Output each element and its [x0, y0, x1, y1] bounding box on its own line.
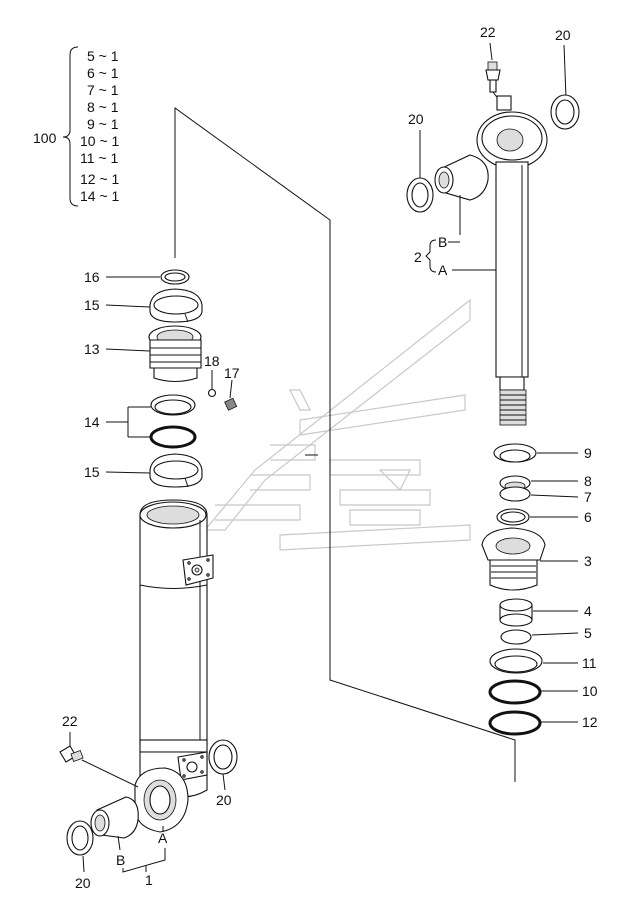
- kit-entry: 12 ~ 1: [80, 171, 120, 187]
- kit-number: 100: [33, 130, 57, 146]
- setscrew-17: 17: [224, 365, 240, 411]
- ring-5: 5: [500, 625, 592, 645]
- cylinder-tube-1A: [134, 499, 214, 833]
- label-17: 17: [224, 365, 240, 381]
- label-15-top: 15: [84, 297, 100, 313]
- kit-100-list: 100 5 ~ 1 6 ~ 1 7 ~ 1 8 ~ 1 9 ~ 1 10 ~ 1…: [33, 46, 120, 207]
- part-1-callout: B A 1: [116, 826, 168, 888]
- kit-entry: 11 ~ 1: [80, 150, 118, 166]
- label-7: 7: [584, 489, 592, 505]
- kit-entry: 9 ~ 1: [87, 116, 119, 132]
- ring-4: 4: [499, 598, 592, 627]
- base-port-block: [177, 751, 208, 781]
- watermark-logo: [203, 298, 471, 551]
- label-8: 8: [584, 473, 592, 489]
- ring-11: 11: [489, 648, 597, 674]
- label-2: 2: [414, 249, 422, 265]
- kit-entry: 6 ~ 1: [87, 65, 119, 81]
- kit-entry: 8 ~ 1: [87, 99, 119, 115]
- ring-16: 16: [84, 269, 190, 285]
- ring-15-top: 15: [84, 288, 203, 323]
- label-3: 3: [584, 553, 592, 569]
- ring-9: 9: [493, 443, 592, 463]
- label-12: 12: [582, 714, 598, 730]
- dust-seal-20-top-left: 20: [406, 111, 434, 213]
- label-22-top: 22: [480, 24, 496, 40]
- label-16: 16: [84, 269, 100, 285]
- label-15-bottom: 15: [84, 464, 100, 480]
- ball-18: 18: [204, 353, 220, 398]
- label-14: 14: [84, 414, 100, 430]
- dust-seal-20-bottom: 20: [66, 820, 94, 891]
- kit-entry: 7 ~ 1: [87, 82, 119, 98]
- label-2B: B: [438, 234, 447, 250]
- o-ring-14: [149, 425, 197, 449]
- label-4: 4: [584, 603, 592, 619]
- label-1A: A: [158, 830, 168, 846]
- o-ring-10: 10: [488, 679, 598, 705]
- ring-6: 6: [496, 508, 592, 526]
- ring-15-bottom: 15: [84, 453, 203, 488]
- label-1: 1: [145, 872, 153, 888]
- label-20-right: 20: [216, 792, 232, 808]
- label-20-top-right: 20: [555, 27, 571, 43]
- label-6: 6: [584, 509, 592, 525]
- dust-seal-20-top-right: 20: [550, 27, 580, 130]
- grease-nipple-bottom: 22: [59, 713, 139, 788]
- label-9: 9: [584, 445, 592, 461]
- rod-thread: [499, 389, 527, 426]
- label-10: 10: [582, 683, 598, 699]
- base-eye: [134, 767, 189, 833]
- bushing-2B: [434, 154, 489, 235]
- label-5: 5: [584, 625, 592, 641]
- piston-3: 3: [481, 527, 592, 591]
- label-20-top-left: 20: [408, 111, 424, 127]
- assembly-line: [174, 107, 516, 782]
- kit-entry: 5 ~ 1: [87, 48, 119, 64]
- part-2-callout: 2 B A: [414, 234, 496, 278]
- label-20-bottom: 20: [75, 875, 91, 891]
- dust-seal-20-right: 20: [208, 739, 238, 808]
- piston-rod-2A: [476, 95, 548, 426]
- callout-14: 14: [84, 406, 151, 438]
- label-18: 18: [204, 353, 220, 369]
- label-1B: B: [116, 852, 125, 868]
- label-2A: A: [438, 262, 448, 278]
- bushing-1B: [90, 796, 139, 851]
- o-ring-12: 12: [488, 710, 598, 736]
- label-22-bottom: 22: [62, 713, 78, 729]
- ring-14-backup: [150, 394, 196, 416]
- label-13: 13: [84, 341, 100, 357]
- tube-port-block: [182, 554, 214, 586]
- grease-nipple-top: 22: [480, 24, 506, 109]
- ring-7: 7: [499, 486, 592, 505]
- cylinder-head-13: 13: [84, 325, 202, 383]
- kit-entry: 14 ~ 1: [80, 188, 120, 204]
- label-11: 11: [582, 655, 597, 671]
- kit-entry: 10 ~ 1: [80, 133, 120, 149]
